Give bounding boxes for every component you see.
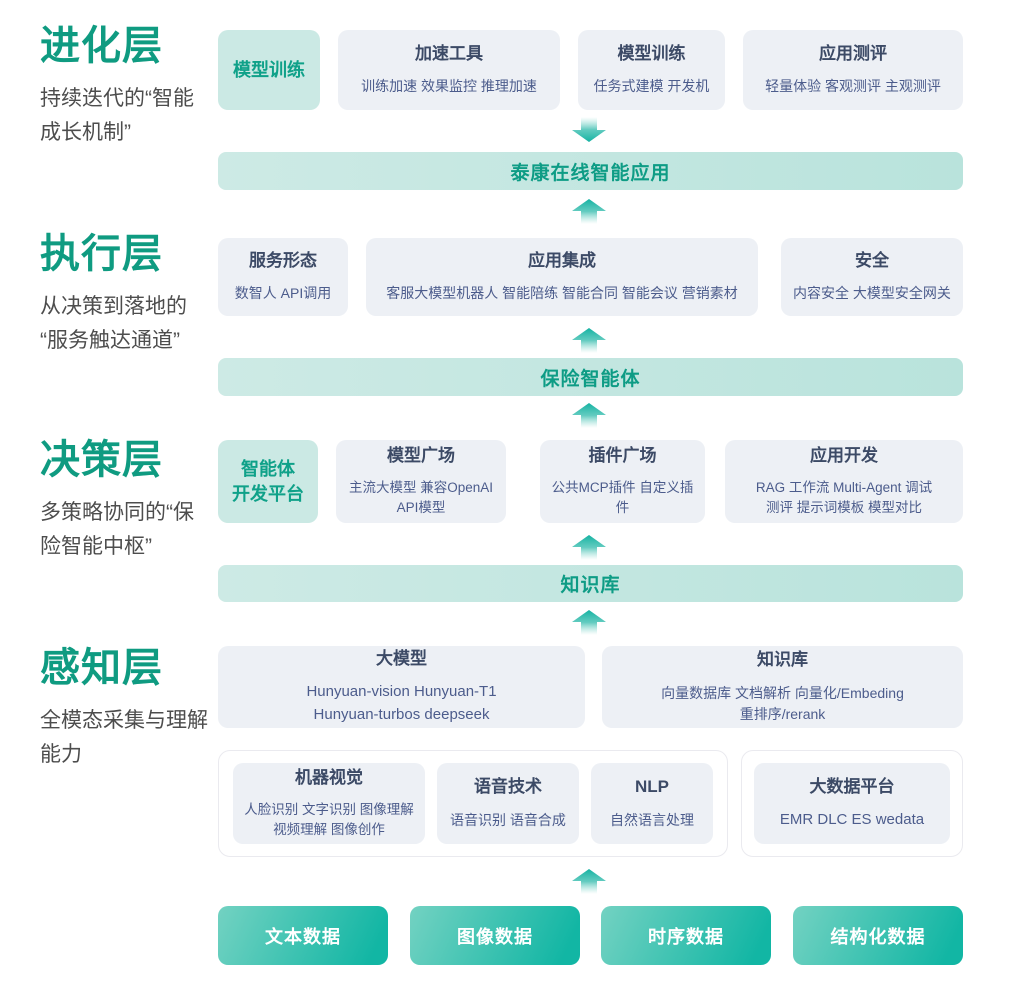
flow-arrow-up-icon xyxy=(572,535,606,560)
card-knowledge-base: 知识库 向量数据库 文档解析 向量化/Embeding 重排序/rerank xyxy=(602,646,963,728)
layer-subtitle: 多策略协同的“保 险智能中枢” xyxy=(40,501,194,558)
banner-label: 知识库 xyxy=(560,575,621,596)
card-subitems: Hunyuan-vision Hunyuan-T1 Hunyuan-turbos… xyxy=(306,683,497,723)
card-model-training: 模型训练 任务式建模 开发机 xyxy=(578,30,725,110)
card-subitems: 数智人 API调用 xyxy=(234,285,332,302)
card-title: 语音技术 xyxy=(474,777,542,797)
card-title: 加速工具 xyxy=(415,43,483,63)
card-subitems: 自然语言处理 xyxy=(610,811,694,828)
card-title: NLP xyxy=(635,777,669,797)
group-ai-capabilities: 机器视觉 人脸识别 文字识别 图像理解 视频理解 图像创作 语音技术 语音识别 … xyxy=(218,750,728,857)
card-subitems: 公共MCP插件 自定义插件 xyxy=(551,479,694,516)
data-source-label: 图像数据 xyxy=(457,926,533,947)
card-title: 应用开发 xyxy=(810,445,878,465)
card-title: 插件广场 xyxy=(588,445,657,465)
card-title: 应用集成 xyxy=(528,250,596,270)
card-title: 大模型 xyxy=(376,648,427,668)
card-model-training-portal: 模型训练 xyxy=(218,30,320,110)
layer-subtitle: 全模态采集与理解 能力 xyxy=(40,709,208,766)
data-source-timeseries: 时序数据 xyxy=(601,906,771,965)
layer-label-evolution: 进化层 持续迭代的“智能 成长机制” xyxy=(40,24,218,149)
card-acceleration-tools: 加速工具 训练加速 效果监控 推理加速 xyxy=(338,30,560,110)
banner-knowledge-base: 知识库 xyxy=(218,565,963,602)
layer-label-decision: 决策层 多策略协同的“保 险智能中枢” xyxy=(40,438,218,563)
card-subitems: 轻量体验 客观测评 主观测评 xyxy=(765,78,941,95)
layer-title: 进化层 xyxy=(40,24,163,68)
data-source-label: 时序数据 xyxy=(648,926,724,947)
card-subitems: EMR DLC ES wedata xyxy=(779,810,925,828)
data-source-label: 结构化数据 xyxy=(830,926,926,947)
card-subitems: 内容安全 大模型安全网关 xyxy=(793,285,951,302)
card-app-evaluation: 应用测评 轻量体验 客观测评 主观测评 xyxy=(743,30,963,110)
card-subitems: 训练加速 效果监控 推理加速 xyxy=(361,78,537,95)
card-security: 安全 内容安全 大模型安全网关 xyxy=(781,238,963,316)
layer-subtitle: 从决策到落地的 “服务触达通道” xyxy=(40,295,187,352)
layer-title: 决策层 xyxy=(40,438,163,482)
card-title: 知识库 xyxy=(757,650,808,670)
group-big-data: 大数据平台 EMR DLC ES wedata xyxy=(741,750,963,857)
flow-arrow-up-icon xyxy=(572,199,606,224)
card-nlp: NLP 自然语言处理 xyxy=(591,763,713,844)
card-model-square: 模型广场 主流大模型 兼容OpenAI API模型 xyxy=(336,440,506,523)
flow-arrow-up-icon xyxy=(572,403,606,428)
layer-title: 感知层 xyxy=(40,646,163,690)
card-subitems: 任务式建模 开发机 xyxy=(593,78,710,95)
layer-subtitle: 持续迭代的“智能 成长机制” xyxy=(40,87,194,144)
data-source-label: 文本数据 xyxy=(265,926,341,947)
card-app-development: 应用开发 RAG 工作流 Multi-Agent 调试 测评 提示词模板 模型对… xyxy=(725,440,963,523)
layer-title: 执行层 xyxy=(40,232,163,276)
card-app-integration: 应用集成 客服大模型机器人 智能陪练 智能合同 智能会议 营销素材 xyxy=(366,238,758,316)
banner-taikang-smart-apps: 泰康在线智能应用 xyxy=(218,152,963,190)
flow-arrow-up-icon xyxy=(572,610,606,635)
layer-label-perception: 感知层 全模态采集与理解 能力 xyxy=(40,646,218,771)
card-title: 应用测评 xyxy=(819,43,887,63)
card-subitems: 人脸识别 文字识别 图像理解 视频理解 图像创作 xyxy=(244,801,414,838)
card-plugin-square: 插件广场 公共MCP插件 自定义插件 xyxy=(540,440,705,523)
card-title: 智能体 开发平台 xyxy=(232,459,304,504)
data-source-text: 文本数据 xyxy=(218,906,388,965)
card-title: 服务形态 xyxy=(249,250,317,270)
data-source-image: 图像数据 xyxy=(410,906,580,965)
card-big-data-platform: 大数据平台 EMR DLC ES wedata xyxy=(754,763,950,844)
card-subitems: 语音识别 语音合成 xyxy=(450,811,566,828)
card-large-models: 大模型 Hunyuan-vision Hunyuan-T1 Hunyuan-tu… xyxy=(218,646,585,728)
card-title: 模型训练 xyxy=(617,43,686,63)
card-subitems: RAG 工作流 Multi-Agent 调试 测评 提示词模板 模型对比 xyxy=(755,479,933,516)
flow-arrow-down-icon xyxy=(572,117,606,142)
card-title: 模型广场 xyxy=(387,445,455,465)
card-title: 模型训练 xyxy=(233,59,305,80)
card-title: 安全 xyxy=(855,250,889,270)
card-subitems: 主流大模型 兼容OpenAI API模型 xyxy=(348,479,494,516)
flow-arrow-up-icon xyxy=(572,869,606,894)
flow-arrow-up-icon xyxy=(572,328,606,353)
card-service-forms: 服务形态 数智人 API调用 xyxy=(218,238,348,316)
card-title: 机器视觉 xyxy=(295,767,363,787)
card-subitems: 客服大模型机器人 智能陪练 智能合同 智能会议 营销素材 xyxy=(386,285,738,302)
banner-label: 泰康在线智能应用 xyxy=(510,162,671,184)
data-source-structured: 结构化数据 xyxy=(793,906,963,965)
card-speech-tech: 语音技术 语音识别 语音合成 xyxy=(437,763,579,844)
card-machine-vision: 机器视觉 人脸识别 文字识别 图像理解 视频理解 图像创作 xyxy=(233,763,425,844)
card-title: 大数据平台 xyxy=(809,776,895,796)
banner-label: 保险智能体 xyxy=(540,368,641,390)
layer-label-execution: 执行层 从决策到落地的 “服务触达通道” xyxy=(40,232,218,357)
banner-insurance-agent: 保险智能体 xyxy=(218,358,963,396)
card-agent-dev-platform: 智能体 开发平台 xyxy=(218,440,318,523)
card-subitems: 向量数据库 文档解析 向量化/Embeding 重排序/rerank xyxy=(661,684,904,722)
